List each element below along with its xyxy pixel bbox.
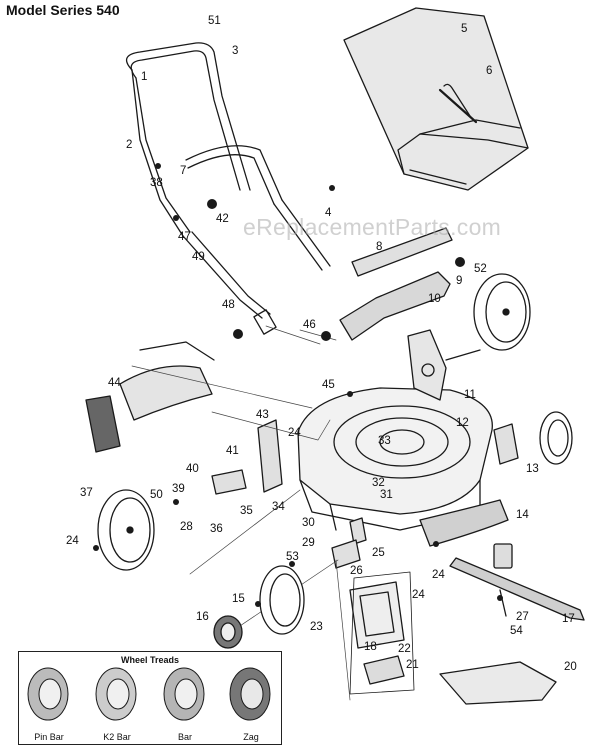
mulch-plug — [439, 661, 557, 705]
callout: 53 — [286, 551, 299, 563]
callout: 24 — [412, 589, 425, 601]
callout: 51 — [208, 15, 221, 27]
callout: 10 — [428, 293, 441, 305]
wheel-treads-panel: Wheel Treads Pin Bar K2 Bar Bar Zag — [18, 651, 282, 745]
callout: 46 — [303, 319, 316, 331]
callout: 43 — [256, 409, 269, 421]
callout: 3 — [232, 45, 239, 57]
callout: 29 — [302, 537, 315, 549]
callout: 7 — [180, 165, 187, 177]
callout: 33 — [378, 435, 391, 447]
wheel-treads-heading: Wheel Treads — [120, 655, 180, 665]
callout: 50 — [150, 489, 163, 501]
upper-handle — [125, 42, 283, 237]
callout: 35 — [240, 505, 253, 517]
tread-pin-bar — [27, 667, 69, 721]
tread-bar — [163, 667, 205, 721]
callout: 52 — [474, 263, 487, 275]
callout: 15 — [232, 593, 245, 605]
callout: 44 — [108, 377, 121, 389]
callout: 37 — [80, 487, 93, 499]
callout: 2 — [126, 139, 133, 151]
callout: 17 — [562, 613, 575, 625]
callout: 49 — [192, 251, 205, 263]
lower-handle — [182, 199, 331, 335]
wheel-rear-small — [539, 411, 573, 465]
callout: 34 — [272, 501, 285, 513]
tread-label: Pin Bar — [34, 732, 64, 742]
tread-label: Bar — [177, 732, 192, 742]
callout: 5 — [461, 23, 468, 35]
callout: 23 — [310, 621, 323, 633]
mower-deck — [297, 387, 493, 531]
callout: 45 — [322, 379, 335, 391]
tread-zag — [229, 667, 271, 721]
callout: 30 — [302, 517, 315, 529]
callout: 14 — [516, 509, 529, 521]
callout: 36 — [210, 523, 223, 535]
callout: 54 — [510, 625, 523, 637]
callout: 41 — [226, 445, 239, 457]
callout: 39 — [172, 483, 185, 495]
callout: 12 — [456, 417, 469, 429]
tread-label: K2 Bar — [103, 732, 131, 742]
callout: 6 — [486, 65, 493, 77]
blade-assembly — [449, 543, 585, 621]
callout: 26 — [350, 565, 363, 577]
watermark: eReplacementParts.com — [243, 214, 502, 240]
wheel-front — [259, 565, 305, 635]
tread-wheel-part — [213, 615, 243, 649]
page-title: Model Series 540 — [6, 2, 120, 18]
callout: 21 — [406, 659, 419, 671]
callout: 13 — [526, 463, 539, 475]
callout: 4 — [325, 207, 332, 219]
callout: 32 — [372, 477, 385, 489]
callout: 24 — [288, 427, 301, 439]
rear-adjuster — [493, 423, 519, 465]
callout: 24 — [432, 569, 445, 581]
wheel-front-left — [97, 489, 155, 571]
bag-frame-bar — [351, 227, 453, 277]
callout: 38 — [150, 177, 163, 189]
callout: 8 — [376, 241, 383, 253]
callout: 18 — [364, 641, 377, 653]
deflector — [419, 499, 509, 547]
tread-label: Zag — [243, 732, 259, 742]
callout: 47 — [178, 231, 191, 243]
callout: 27 — [516, 611, 529, 623]
callout: 25 — [372, 547, 385, 559]
callout: 16 — [196, 611, 209, 623]
height-adjuster-bracket — [407, 329, 481, 401]
front-adjuster — [257, 419, 283, 493]
callout: 11 — [464, 389, 476, 401]
grass-bag — [343, 7, 529, 191]
callout: 9 — [456, 275, 463, 287]
tread-k2-bar — [95, 667, 137, 721]
wheel-rear-right — [473, 273, 531, 351]
callout: 20 — [564, 661, 577, 673]
engine-starter — [349, 571, 415, 695]
callout: 48 — [222, 299, 235, 311]
callout: 40 — [186, 463, 199, 475]
rear-shield — [85, 341, 215, 453]
callout: 24 — [66, 535, 79, 547]
callout: 22 — [398, 643, 411, 655]
callout: 1 — [141, 71, 148, 83]
rear-door — [339, 271, 451, 341]
callout: 31 — [380, 489, 393, 501]
callout: 42 — [216, 213, 229, 225]
callout: 28 — [180, 521, 193, 533]
